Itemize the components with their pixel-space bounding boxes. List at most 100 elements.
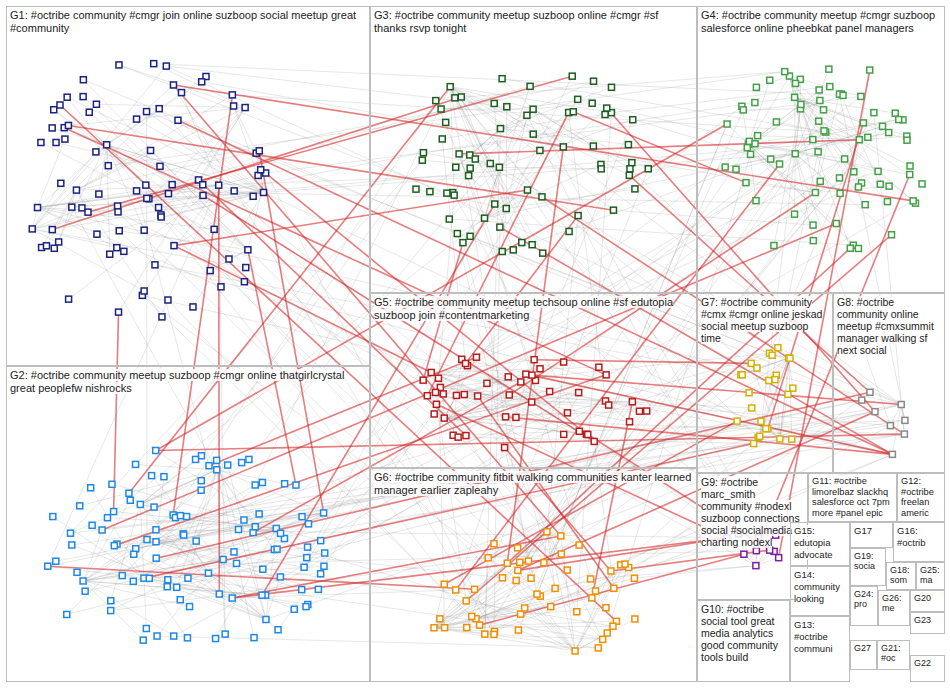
vertex: [851, 169, 857, 175]
group-box: G2: #octribe community meetup suzboop #c…: [6, 366, 370, 682]
vertex: [564, 567, 570, 573]
group-box: G8: #octribe community online meetup #cm…: [833, 293, 945, 473]
vertex: [200, 182, 206, 188]
vertex: [62, 136, 68, 142]
vertex: [752, 100, 758, 106]
vertex: [211, 226, 217, 232]
vertex: [491, 541, 497, 547]
vertex-edge: [450, 87, 629, 176]
vertex: [184, 635, 190, 641]
vertex: [753, 84, 759, 90]
vertex: [198, 478, 204, 484]
vertex: [886, 183, 892, 189]
vertex-edge: [757, 358, 789, 368]
vertex: [154, 633, 160, 639]
vertex-edge: [502, 79, 826, 132]
vertex: [740, 107, 746, 113]
vertex: [531, 357, 537, 363]
vertex-edge: [173, 85, 913, 201]
vertex: [574, 609, 580, 615]
vertex-edge: [151, 150, 568, 570]
vertex: [510, 247, 516, 253]
vertex: [469, 613, 475, 619]
vertex: [519, 240, 525, 246]
vertex: [299, 587, 305, 593]
vertex-edge: [99, 194, 575, 651]
vertex: [518, 611, 524, 617]
vertex: [603, 605, 609, 611]
vertex: [528, 575, 534, 581]
vertex: [74, 569, 80, 575]
vertex: [487, 161, 493, 167]
vertex: [438, 106, 444, 112]
vertex-edge: [760, 104, 801, 436]
vertex: [467, 233, 473, 239]
vertex: [792, 151, 798, 157]
group-box: G10: #octribe social tool great media an…: [697, 600, 790, 682]
vertex: [572, 648, 578, 654]
vertex: [274, 546, 280, 552]
vertex: [185, 575, 191, 581]
vertex: [104, 142, 110, 148]
vertex-edge: [166, 66, 506, 107]
vertex: [816, 87, 822, 93]
vertex: [57, 102, 63, 108]
vertex-edge: [156, 530, 266, 620]
vertex-edge: [108, 72, 784, 166]
vertex: [522, 605, 528, 611]
vertex: [769, 352, 775, 358]
vertex: [239, 460, 245, 466]
vertex-edge: [202, 82, 816, 193]
vertex: [413, 186, 419, 192]
vertex-edge: [466, 216, 579, 364]
vertex: [190, 304, 196, 310]
vertex: [724, 121, 730, 127]
vertex: [428, 369, 434, 375]
group-box: G13: #octribe communi: [790, 616, 850, 682]
vertex: [772, 377, 778, 383]
group-label: G14: community looking: [794, 569, 840, 604]
vertex-edge: [188, 90, 819, 578]
group-box: G9: #octribe marc_smith community #nodex…: [697, 473, 808, 600]
vertex: [193, 538, 199, 544]
vertex: [842, 156, 848, 162]
vertex-edge: [137, 191, 866, 205]
vertex-edge: [232, 536, 561, 598]
vertex: [777, 436, 783, 442]
vertex: [131, 551, 137, 557]
vertex: [758, 418, 764, 424]
vertex: [213, 636, 219, 642]
vertex-edge: [60, 105, 616, 621]
group-box: G19: socia: [850, 548, 886, 586]
vertex: [420, 150, 426, 156]
vertex: [177, 513, 183, 519]
vertex: [45, 563, 51, 569]
vertex: [768, 156, 774, 162]
vertex: [767, 547, 773, 553]
vertex-edges: [32, 64, 922, 651]
vertex: [518, 379, 524, 385]
vertex: [151, 61, 157, 67]
vertex: [748, 151, 754, 157]
vertex-edge: [513, 169, 736, 250]
vertex: [610, 207, 616, 213]
vertex: [234, 560, 240, 566]
vertex: [833, 221, 839, 227]
vertices: [29, 61, 925, 654]
vertex: [525, 558, 531, 564]
vertex-edge: [768, 123, 864, 429]
vertex-edge: [97, 192, 264, 234]
vertex-edge: [48, 400, 862, 566]
vertex: [38, 139, 44, 145]
vertex: [82, 588, 88, 594]
vertex: [496, 164, 502, 170]
vertex: [627, 419, 633, 425]
group-label: G8: #octribe community online meetup #cm…: [837, 296, 934, 356]
vertex: [629, 399, 635, 405]
vertex: [860, 120, 866, 126]
vertex: [256, 148, 262, 154]
vertex-edge: [154, 64, 843, 96]
vertex: [777, 161, 783, 167]
vertex-edge: [525, 608, 575, 651]
vertex: [263, 617, 269, 623]
